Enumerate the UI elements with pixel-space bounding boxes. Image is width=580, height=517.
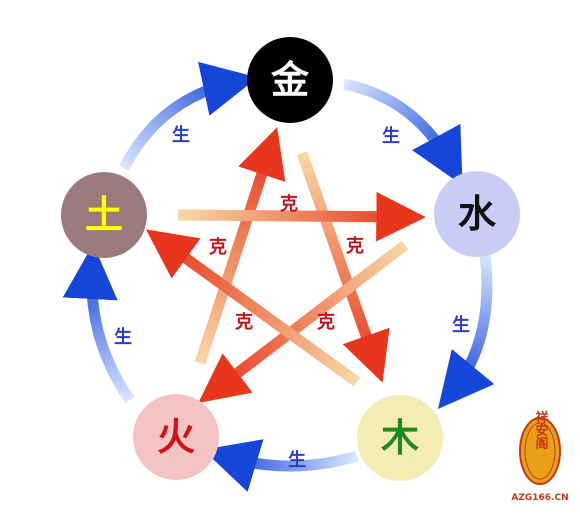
- watermark-url-text: AZG166.CN: [511, 493, 568, 503]
- overcome-arrow-metal-to-wood: [296, 151, 390, 383]
- node-wood-char: 木: [381, 416, 419, 460]
- overcome-arrow-fire-to-metal: [194, 127, 286, 365]
- generating-labels: 生 生 生 生 生: [114, 124, 470, 471]
- node-fire: 火: [133, 394, 219, 480]
- node-wood-circle: [357, 395, 443, 481]
- generate-arrow-metal-to-water: [342, 78, 463, 186]
- node-fire-circle: [133, 394, 219, 480]
- generate-label-earth-metal: 生: [172, 124, 190, 146]
- generate-arrow-earth-to-metal: [119, 61, 258, 171]
- overcoming-labels: 克 克 克 克 克: [209, 193, 364, 333]
- watermark: 祥安阁 AZG166.CN: [511, 410, 568, 503]
- overcome-arrow-earth-to-water: [177, 191, 426, 242]
- node-water-circle: [434, 171, 520, 257]
- node-metal-circle: [247, 37, 333, 123]
- generate-arrow-fire-to-earth: [62, 244, 135, 404]
- generate-arrow-water-to-wood: [437, 254, 495, 409]
- overcome-label-fire-metal: 克: [209, 236, 227, 258]
- node-water: 水: [434, 171, 520, 257]
- node-earth-char: 土: [85, 193, 123, 237]
- node-wood: 木: [357, 395, 443, 481]
- overcome-label-earth-water: 克: [280, 193, 298, 215]
- generate-label-fire-earth: 生: [114, 326, 132, 348]
- watermark-logo-text: 祥安阁: [533, 410, 549, 451]
- node-water-char: 水: [458, 192, 497, 236]
- watermark-seal: [519, 417, 561, 485]
- element-nodes: 金 水 木 火 土: [61, 37, 520, 481]
- overcome-label-metal-wood: 克: [346, 235, 364, 257]
- generate-label-wood-fire: 生: [288, 449, 306, 471]
- overcoming-star: [145, 127, 426, 404]
- overcome-label-wood-earth: 克: [235, 311, 253, 333]
- generate-arrow-wood-to-fire: [202, 439, 359, 492]
- overcome-arrow-water-to-fire: [198, 240, 409, 404]
- node-earth-circle: [61, 172, 147, 258]
- node-fire-char: 火: [157, 415, 195, 459]
- generating-cycle: [62, 61, 495, 492]
- node-earth: 土: [61, 172, 147, 258]
- overcome-arrow-wood-to-earth: [145, 229, 361, 387]
- overcome-label-water-fire: 克: [317, 311, 335, 333]
- generate-label-water-wood: 生: [452, 314, 470, 336]
- generate-label-metal-water: 生: [382, 125, 400, 147]
- node-metal: 金: [247, 37, 333, 123]
- node-metal-char: 金: [270, 58, 310, 102]
